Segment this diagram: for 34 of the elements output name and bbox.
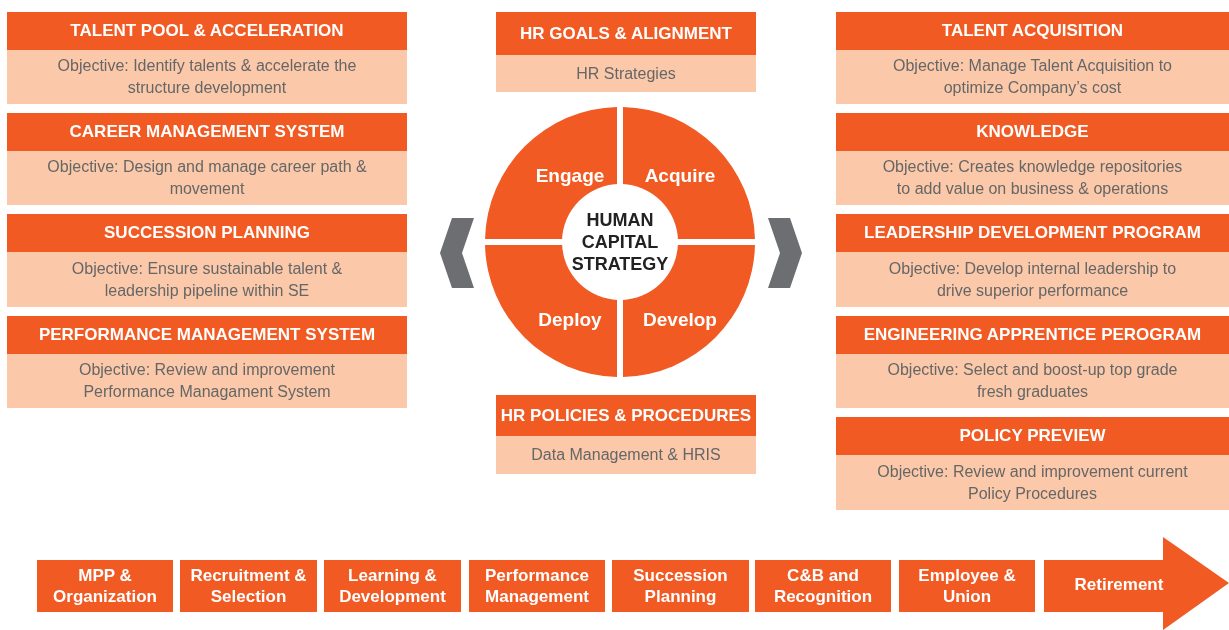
card-header: ENGINEERING APPRENTICE PEROGRAM: [836, 316, 1229, 354]
card-header: TALENT POOL & ACCELERATION: [7, 12, 407, 50]
process-step: Performance Management: [469, 560, 605, 612]
card-header: PERFORMANCE MANAGEMENT SYSTEM: [7, 316, 407, 354]
card-body: Objective: Ensure sustainable talent & leadership pipeline within SE: [7, 252, 407, 307]
step-label: Retirement: [1074, 575, 1164, 595]
card-body: HR Strategies: [496, 55, 756, 92]
card-header: SUCCESSION PLANNING: [7, 214, 407, 252]
card-header: KNOWLEDGE: [836, 113, 1229, 151]
card-body: Data Management & HRIS: [496, 436, 756, 474]
card-body: Objective: Design and manage career path & movement: [7, 151, 407, 205]
card-body: Objective: Review and improvement current Policy Procedures: [836, 455, 1229, 510]
process-step: C&B and Recognition: [755, 560, 891, 612]
card-header: TALENT ACQUISITION: [836, 12, 1229, 50]
card-header: HR POLICIES & PROCEDURES: [496, 395, 756, 436]
segment-label: Acquire: [644, 165, 716, 187]
card-body: Objective: Manage Talent Acquisition to optimize Company’s cost: [836, 50, 1229, 104]
process-step: Succession Planning: [612, 560, 749, 612]
segment-label: Engage: [535, 165, 605, 187]
segment-label: Deploy: [538, 309, 602, 331]
card-header: LEADERSHIP DEVELOPMENT PROGRAM: [836, 214, 1229, 252]
card-body: Objective: Identify talents & accelerate the structure development: [7, 50, 407, 104]
process-step: Recruitment & Selection: [180, 560, 317, 612]
card-header: HR GOALS & ALIGNMENT: [496, 12, 756, 55]
card-header: POLICY PREVIEW: [836, 417, 1229, 455]
card-body: Objective: Develop internal leadership to drive superior performance: [836, 252, 1229, 307]
process-step: Learning & Development: [324, 560, 461, 612]
segment-label: Develop: [643, 309, 717, 331]
process-step: MPP & Organization: [37, 560, 173, 612]
card-header: CAREER MANAGEMENT SYSTEM: [7, 113, 407, 151]
card-body: Objective: Review and improvement Performance Managament System: [7, 354, 407, 408]
process-step: Employee & Union: [899, 560, 1035, 612]
card-body: Objective: Select and boost-up top grade fresh graduates: [836, 354, 1229, 408]
card-body: Objective: Creates knowledge repositories to add value on business & operations: [836, 151, 1229, 205]
